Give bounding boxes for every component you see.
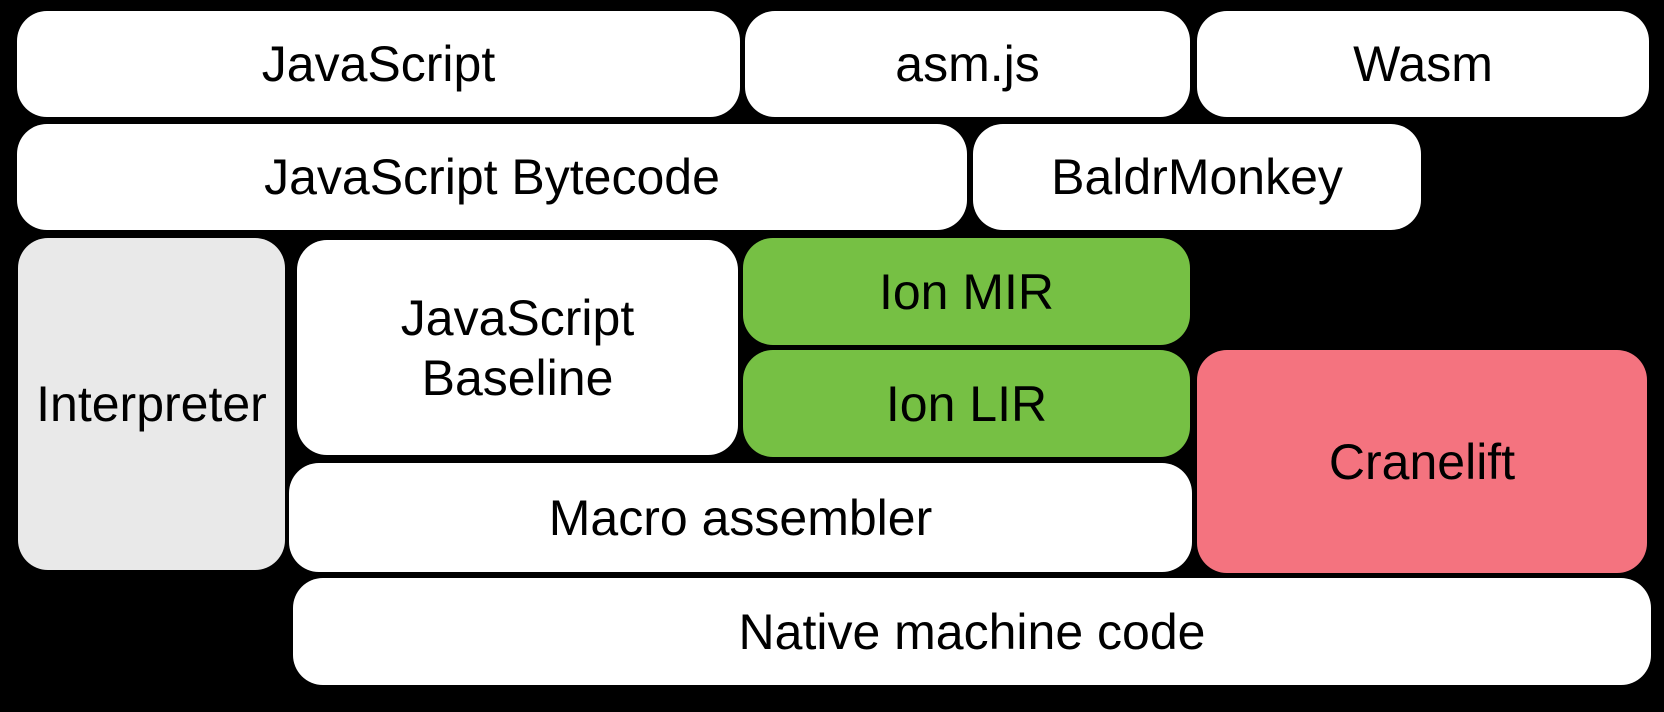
node-ion-mir: Ion MIR bbox=[743, 238, 1190, 345]
node-native-machine-code: Native machine code bbox=[293, 578, 1651, 685]
node-baldrmonkey: BaldrMonkey bbox=[973, 124, 1421, 230]
node-asm-js-label: asm.js bbox=[895, 36, 1040, 92]
node-baldrmonkey-label: BaldrMonkey bbox=[1051, 149, 1343, 205]
node-javascript-label: JavaScript bbox=[261, 36, 496, 92]
node-wasm: Wasm bbox=[1197, 11, 1649, 117]
node-asm-js: asm.js bbox=[745, 11, 1190, 117]
node-javascript-bytecode: JavaScript Bytecode bbox=[17, 124, 967, 230]
node-javascript: JavaScript bbox=[17, 11, 740, 117]
node-macro-assembler: Macro assembler bbox=[289, 463, 1192, 572]
node-javascript-bytecode-label: JavaScript Bytecode bbox=[264, 149, 720, 205]
node-native-machine-code-label: Native machine code bbox=[738, 603, 1206, 660]
node-javascript-baseline-label: JavaScript Baseline bbox=[400, 289, 635, 406]
node-interpreter-label: Interpreter bbox=[36, 376, 267, 432]
node-ion-lir-label: Ion LIR bbox=[885, 375, 1048, 432]
node-ion-lir: Ion LIR bbox=[743, 350, 1190, 457]
node-cranelift-label: Cranelift bbox=[1328, 433, 1516, 490]
node-javascript-baseline: JavaScript Baseline bbox=[297, 240, 738, 455]
node-interpreter: Interpreter bbox=[18, 238, 285, 570]
node-macro-assembler-label: Macro assembler bbox=[548, 489, 933, 546]
node-wasm-label: Wasm bbox=[1353, 36, 1493, 92]
node-cranelift: Cranelift bbox=[1197, 350, 1647, 573]
node-ion-mir-label: Ion MIR bbox=[878, 263, 1055, 320]
